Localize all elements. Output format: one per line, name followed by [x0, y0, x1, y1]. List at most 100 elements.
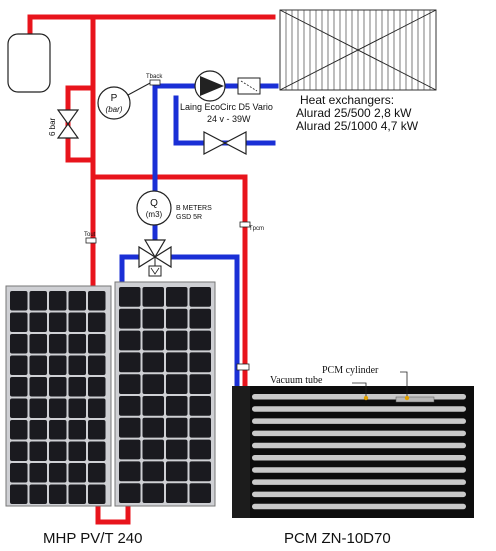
- pcm-cylinder-label: PCM cylinder: [322, 365, 379, 376]
- pv-cell: [68, 355, 86, 375]
- pv-cell: [189, 417, 211, 438]
- pv-cell: [49, 355, 67, 375]
- pv-cell: [189, 439, 211, 460]
- pv-cell: [10, 291, 28, 311]
- tpcm-sensor-label: Tpcm: [249, 226, 264, 232]
- pv-cell: [29, 484, 47, 504]
- pv-cell: [10, 484, 28, 504]
- pv-cell: [119, 461, 141, 482]
- pv-cell: [49, 484, 67, 504]
- pv-cell: [189, 461, 211, 482]
- pv-cell: [142, 461, 164, 482]
- pv-cell: [119, 483, 141, 503]
- vacuum-tube: [252, 467, 466, 473]
- pv-cell: [68, 398, 86, 418]
- pv-cell: [189, 308, 211, 329]
- pv-cell: [10, 420, 28, 440]
- pv-cell: [10, 355, 28, 375]
- heat-exchangers-title: Heat exchangers:: [300, 93, 394, 107]
- return-valve: [203, 131, 247, 155]
- pv-cell: [142, 417, 164, 438]
- pv-cell: [142, 330, 164, 351]
- pv-cell: [68, 334, 86, 354]
- pv-cell: [68, 377, 86, 397]
- pv-cell: [88, 355, 106, 375]
- vacuum-tube: [252, 430, 466, 437]
- pv-cell: [142, 483, 164, 503]
- pv-cell: [166, 352, 188, 373]
- pv-cell: [29, 463, 47, 483]
- pv-cell: [142, 308, 164, 329]
- tpcm-sensor: [236, 221, 251, 371]
- safety-valve: [56, 109, 80, 139]
- filter-box: [237, 77, 261, 95]
- pressure-gauge: [97, 81, 153, 120]
- flow-meter-model: GSD 5R: [176, 214, 202, 221]
- pv-cell: [119, 396, 141, 416]
- pv-cell: [29, 441, 47, 461]
- pump-rating-label: 24 v - 39W: [207, 114, 251, 124]
- vacuum-tube: [252, 418, 466, 424]
- pv-cell: [88, 398, 106, 418]
- pv-cell: [88, 420, 106, 440]
- vacuum-tube: [252, 406, 466, 412]
- flow-meter: [136, 190, 172, 226]
- vacuum-tube: [252, 503, 466, 510]
- pv-cell: [166, 417, 188, 438]
- vacuum-tube: [252, 455, 466, 461]
- pv-cell: [119, 287, 141, 307]
- heat-exchanger-item: Alurad 25/500 2,8 kW: [296, 106, 412, 120]
- pv-cell: [166, 461, 188, 482]
- pv-cell: [29, 355, 47, 375]
- vacuum-tube: [252, 479, 466, 485]
- pump-model-label: Laing EcoCirc D5 Vario: [180, 102, 273, 112]
- pv-cell: [142, 352, 164, 373]
- tout-sensor: [85, 237, 97, 244]
- three-way-valve: [138, 239, 172, 277]
- pv-cell: [119, 439, 141, 460]
- pv-cell: [49, 291, 67, 311]
- pressure-gauge-symbol: P: [111, 93, 118, 104]
- pv-cell: [189, 374, 211, 394]
- pvt-panel-label: MHP PV/T 240: [43, 530, 143, 547]
- pv-cell: [88, 377, 106, 397]
- pv-cell: [88, 441, 106, 461]
- pv-cell: [142, 287, 164, 307]
- pv-cell: [29, 291, 47, 311]
- pv-cell: [49, 420, 67, 440]
- pv-cell: [68, 441, 86, 461]
- pv-cell: [189, 352, 211, 373]
- pv-cell: [142, 396, 164, 416]
- pv-cell: [68, 420, 86, 440]
- heat-exchanger-item: Alurad 25/1000 4,7 kW: [296, 119, 419, 133]
- pv-cell: [189, 396, 211, 416]
- pv-cell: [10, 312, 28, 332]
- pv-cell: [10, 441, 28, 461]
- heat-exchanger: [279, 9, 437, 91]
- pv-cell: [119, 417, 141, 438]
- pv-cell: [49, 398, 67, 418]
- pv-cell: [166, 330, 188, 351]
- pvt-panel-right: [114, 281, 216, 507]
- pv-cell: [119, 330, 141, 351]
- pv-cell: [49, 312, 67, 332]
- pv-cell: [119, 308, 141, 329]
- flow-meter-unit: (m3): [146, 210, 163, 219]
- pv-cell: [88, 463, 106, 483]
- pv-cell: [166, 396, 188, 416]
- tback-sensor: [149, 79, 161, 86]
- pvt-panel-left: [5, 285, 112, 507]
- pv-cell: [189, 330, 211, 351]
- pv-cell: [88, 312, 106, 332]
- pv-cell: [29, 398, 47, 418]
- pv-cell: [68, 312, 86, 332]
- pv-cell: [119, 374, 141, 394]
- pv-cell: [119, 352, 141, 373]
- pv-cell: [10, 463, 28, 483]
- pv-cell: [29, 312, 47, 332]
- pv-cell: [49, 441, 67, 461]
- tback-sensor-label: Tback: [146, 74, 163, 80]
- expansion-vessel: [7, 33, 51, 93]
- flow-meter-symbol: Q: [150, 198, 158, 209]
